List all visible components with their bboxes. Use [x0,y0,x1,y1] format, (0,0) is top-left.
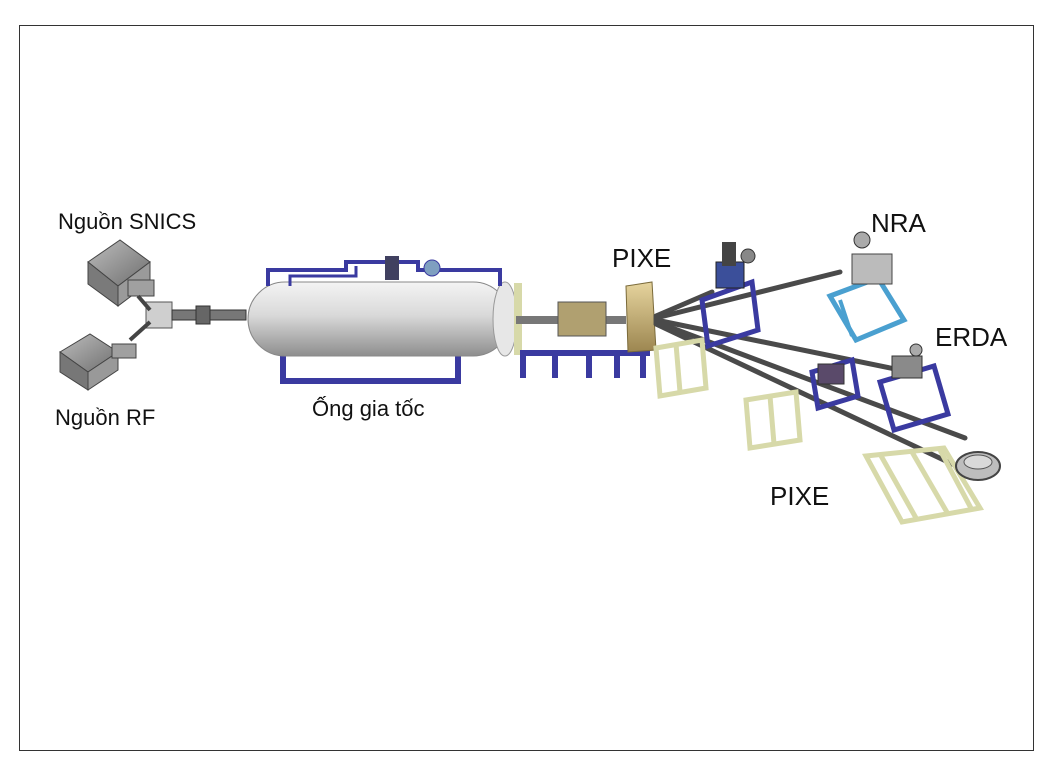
rf-source [60,334,136,390]
label-rf-source: Nguồn RF [55,407,155,429]
snics-source [88,240,154,306]
label-accelerator: Ống gia tốc [312,398,425,420]
middle-chamber [812,360,858,408]
pixe-bottom-station [956,452,1000,480]
label-pixe-bottom: PIXE [770,483,829,509]
label-snics-source: Nguồn SNICS [58,211,196,233]
label-nra: NRA [871,210,926,236]
label-erda: ERDA [935,324,1007,350]
accelerator-tank [248,256,517,384]
nra-station [830,232,904,340]
label-pixe-top: PIXE [612,245,671,271]
injector [130,296,246,340]
switching-magnet [626,282,656,352]
